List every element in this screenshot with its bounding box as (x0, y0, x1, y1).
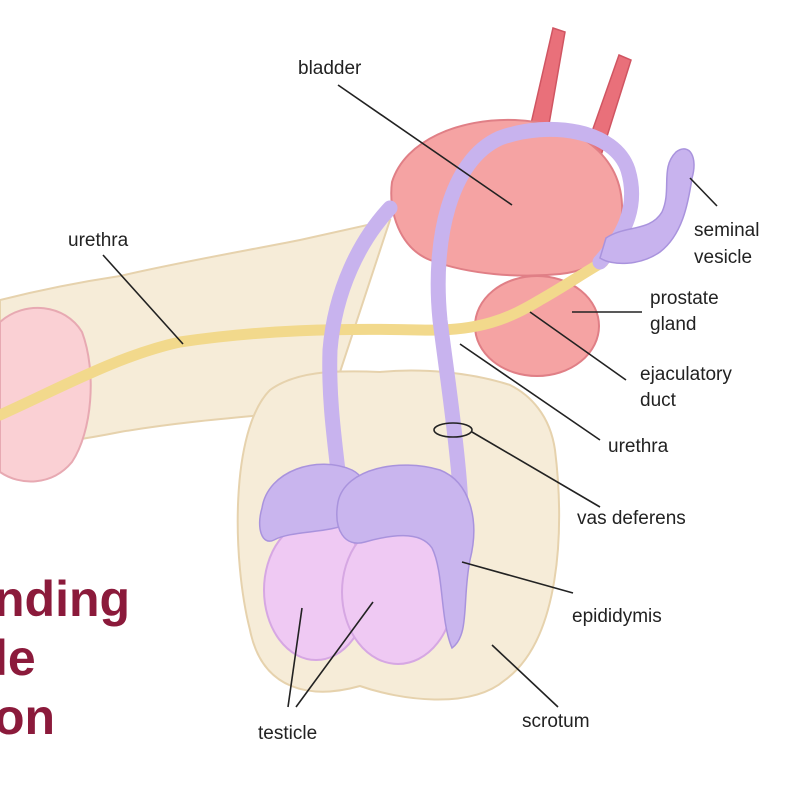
ureter-left (529, 27, 566, 131)
label-ejaculatory-duct-2: duct (640, 390, 676, 411)
leader-ejaculatory-duct (529, 311, 627, 381)
leader-lines (102, 84, 718, 708)
label-seminal-vesicle-2: vesicle (694, 247, 753, 268)
leader-urethra-left (102, 254, 184, 345)
leader-seminal-vesicle (689, 177, 718, 207)
seminal-vesicle (599, 148, 695, 265)
title-line-3: on (0, 689, 56, 745)
leader-epididymis (461, 561, 574, 594)
epididymis-right (336, 464, 475, 650)
title-line-2: le (0, 630, 36, 686)
label-bladder: bladder (298, 58, 362, 79)
label-testicle: testicle (258, 723, 318, 744)
label-epididymis: epididymis (572, 606, 662, 627)
vas-deferens-right (430, 121, 640, 588)
vas-deferens-left (322, 200, 398, 518)
leader-bladder (337, 84, 513, 206)
leader-testicle-b (295, 601, 374, 708)
urethra-tube (0, 256, 609, 421)
leader-urethra-right (459, 343, 601, 441)
leader-testicle-a (287, 607, 303, 708)
label-ejaculatory-duct-1: ejaculatory (640, 364, 732, 385)
label-seminal-vesicle-1: seminal (694, 220, 760, 241)
label-prostate-1: prostate (650, 288, 719, 309)
label-prostate-2: gland (650, 314, 697, 335)
label-urethra-left: urethra (68, 230, 129, 251)
vas-deferens-marker (433, 422, 473, 438)
title-line-1: nding (0, 571, 131, 627)
label-scrotum: scrotum (522, 711, 590, 732)
leader-vas-deferens (471, 431, 601, 508)
label-urethra-right: urethra (608, 436, 669, 457)
leader-scrotum (491, 644, 559, 708)
label-vas-deferens: vas deferens (577, 508, 686, 529)
